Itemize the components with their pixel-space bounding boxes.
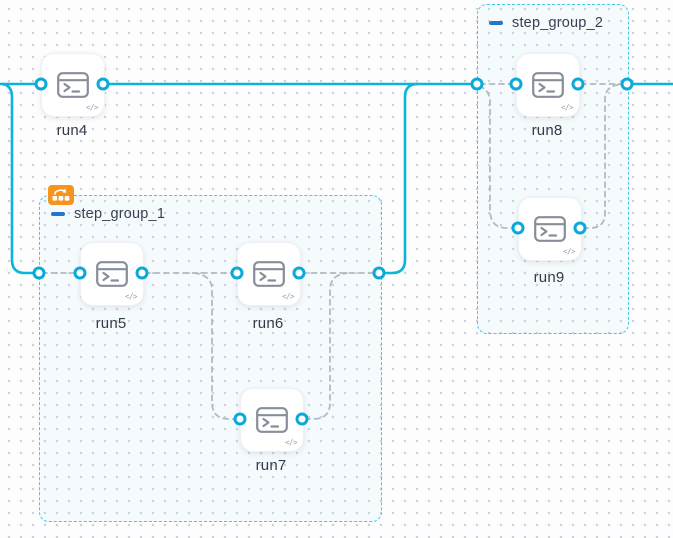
- terminal-icon: [534, 216, 566, 242]
- edge-run5-to-run7[interactable]: [193, 272, 238, 420]
- collapse-minus-icon[interactable]: [51, 212, 65, 216]
- edge-canvas-left-to-step-group-1[interactable]: [1, 82, 38, 275]
- port-run6-in[interactable]: [230, 266, 244, 280]
- group-header-step-group-1: step_group_1: [51, 206, 165, 222]
- port-step-group-2-in[interactable]: [470, 77, 484, 91]
- edge-group2-in-to-run9[interactable]: [478, 85, 516, 229]
- code-icon: </>: [562, 247, 576, 256]
- terminal-icon: [532, 72, 564, 98]
- code-icon: </>: [284, 438, 298, 447]
- node-run9[interactable]: </>: [518, 197, 582, 261]
- code-icon: </>: [124, 292, 138, 301]
- collapse-minus-icon[interactable]: [489, 21, 503, 25]
- group-header-step-group-2: step_group_2: [489, 15, 603, 31]
- node-label-run5: run5: [95, 315, 127, 332]
- edge-run9-to-group2-out[interactable]: [582, 83, 625, 229]
- terminal-icon: [256, 407, 288, 433]
- terminal-icon: [96, 261, 128, 287]
- port-run9-in[interactable]: [511, 221, 525, 235]
- terminal-icon: [253, 261, 285, 287]
- port-step-group-1-out[interactable]: [372, 266, 386, 280]
- port-run9-out[interactable]: [573, 221, 587, 235]
- node-run4[interactable]: </>: [41, 53, 105, 117]
- node-run8[interactable]: </>: [516, 53, 580, 117]
- port-run7-out[interactable]: [295, 412, 309, 426]
- port-run8-in[interactable]: [509, 77, 523, 91]
- port-step-group-2-out[interactable]: [620, 77, 634, 91]
- port-run5-in[interactable]: [73, 266, 87, 280]
- group-label: step_group_1: [74, 206, 166, 222]
- port-run4-out[interactable]: [96, 77, 110, 91]
- port-run6-out[interactable]: [292, 266, 306, 280]
- node-label-run8: run8: [531, 122, 563, 139]
- port-step-group-1-in[interactable]: [32, 266, 46, 280]
- node-run7[interactable]: </>: [240, 388, 304, 452]
- group-label: step_group_2: [512, 15, 604, 31]
- node-label-run4: run4: [56, 122, 88, 139]
- node-label-run6: run6: [252, 315, 284, 332]
- edge-step-group-1-to-step-group-2[interactable]: [380, 82, 420, 275]
- edge-run7-to-group1-out[interactable]: [304, 272, 348, 420]
- port-run5-out[interactable]: [135, 266, 149, 280]
- node-label-run7: run7: [255, 457, 287, 474]
- code-icon: </>: [85, 103, 99, 112]
- code-icon: </>: [560, 103, 574, 112]
- port-run4-in[interactable]: [34, 77, 48, 91]
- port-run7-in[interactable]: [233, 412, 247, 426]
- node-label-run9: run9: [533, 269, 565, 286]
- loop-bricks-icon: [48, 185, 74, 205]
- port-run8-out[interactable]: [571, 77, 585, 91]
- node-run5[interactable]: </>: [80, 242, 144, 306]
- terminal-icon: [57, 72, 89, 98]
- node-run6[interactable]: </>: [237, 242, 301, 306]
- code-icon: </>: [281, 292, 295, 301]
